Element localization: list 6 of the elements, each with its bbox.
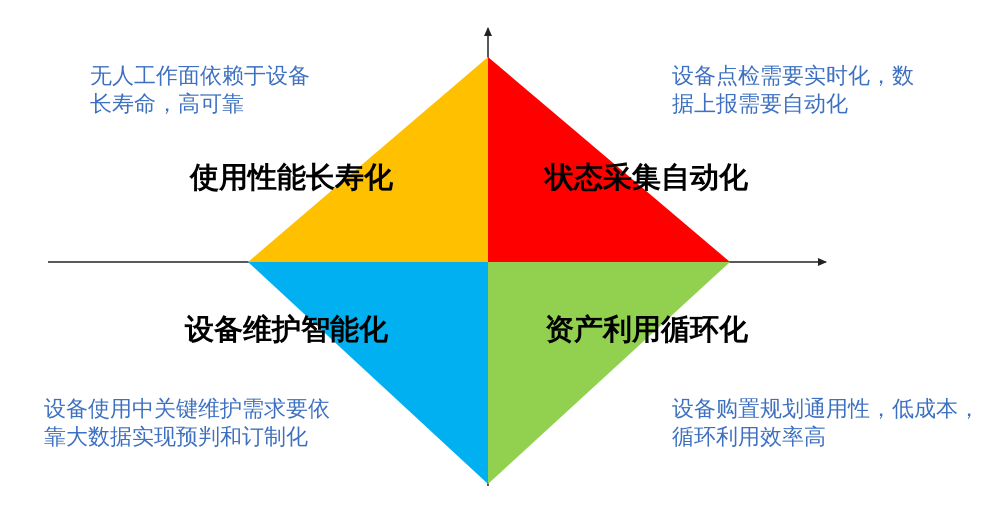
quadrant-title: 资产利用循环化 [545, 311, 748, 348]
description-text: 设备购置规划通用性，低成本，循环利用效率高 [672, 396, 981, 452]
description-text: 设备使用中关键维护需求要依靠大数据实现预判和订制化 [44, 396, 331, 452]
description-text: 无人工作面依赖于设备长寿命，高可靠 [90, 63, 311, 119]
quadrant-title: 状态采集自动化 [545, 159, 748, 196]
description-text: 设备点检需要实时化，数据上报需要自动化 [672, 63, 915, 119]
